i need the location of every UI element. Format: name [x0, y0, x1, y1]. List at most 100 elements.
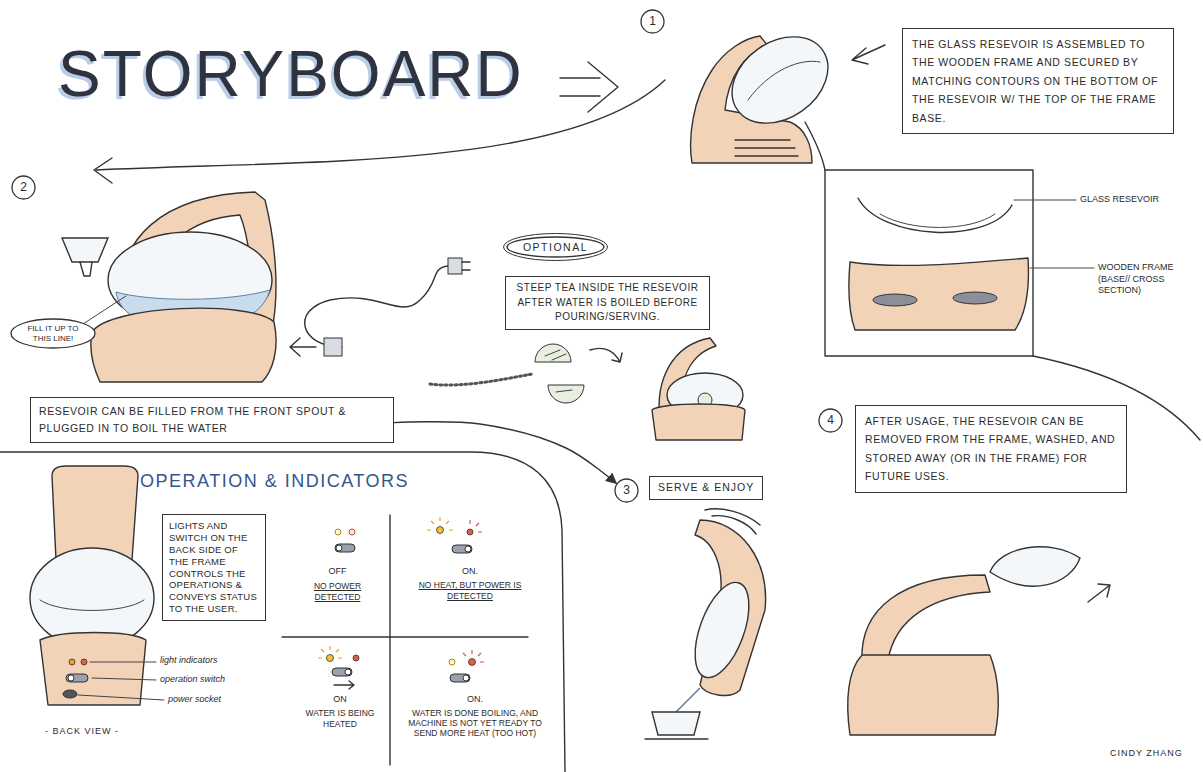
remove-arrow	[1088, 584, 1110, 602]
note-box: LIGHTS AND SWITCH ON THE BACK SIDE OF TH…	[162, 514, 266, 621]
section-boundary	[0, 452, 565, 772]
wooden-frame-section	[849, 258, 1029, 330]
light-indicator	[327, 655, 334, 662]
plug-in-arrow	[290, 338, 316, 356]
speech-bubble: FILL IT UP TO THIS LINE!	[10, 318, 96, 349]
node-text: OPTIONAL	[523, 241, 588, 254]
callout-number: 4	[827, 413, 834, 427]
state-name: ON.	[405, 694, 545, 705]
light-indicator	[335, 529, 341, 535]
signature: CINDY ZHANG	[1110, 748, 1183, 759]
callout-circle: 4	[818, 408, 843, 433]
steep-arrow	[590, 348, 622, 362]
cord-connector	[324, 338, 342, 356]
power-socket	[63, 690, 77, 698]
plug-prongs	[462, 262, 470, 270]
note-box: STEEP TEA INSIDE THE RESEVOIR AFTER WATE…	[505, 276, 710, 330]
flow-arrowhead	[94, 158, 112, 183]
callout-number: 1	[649, 14, 656, 28]
note-box: THE GLASS RESEVOIR IS ASSEMBLED TO THE W…	[902, 28, 1174, 134]
node-text: LIGHTS AND SWITCH ON THE BACK SIDE OF TH…	[169, 520, 259, 615]
glass-reservoir-section	[880, 214, 995, 228]
light-indicator	[353, 655, 359, 661]
node-text: SERVE & ENJOY	[658, 481, 754, 495]
leader-line	[78, 695, 164, 700]
part-label: WOODEN FRAME (BASE// CROSS SECTION)	[1098, 262, 1180, 297]
callout-label: operation switch	[160, 674, 225, 685]
node-text: STEEP TEA INSIDE THE RESEVOIR AFTER WATE…	[513, 281, 702, 325]
node-text: THE GLASS RESEVOIR IS ASSEMBLED TO THE W…	[912, 35, 1164, 127]
callout-circle: 2	[11, 175, 36, 200]
light-rays	[318, 646, 342, 658]
callout-label: power socket	[168, 694, 221, 705]
frame-base	[848, 655, 999, 735]
operation-switch	[450, 674, 470, 682]
plug	[448, 258, 462, 274]
light-indicator	[69, 659, 75, 665]
frame-back	[52, 466, 138, 560]
infuser-half	[548, 385, 584, 403]
switch-knob	[465, 546, 471, 552]
state-name: ON.	[405, 566, 535, 577]
glass-reservoir-outline	[990, 547, 1080, 586]
node-outline	[507, 237, 604, 257]
callout-circle: 1	[640, 9, 665, 34]
glass-highlight	[748, 61, 820, 100]
frame-base	[652, 404, 745, 440]
frame-vent	[735, 140, 798, 156]
wooden-frame	[862, 575, 990, 660]
callout-tail	[80, 296, 126, 326]
tea-leaves	[545, 350, 572, 392]
cross-section-frame	[825, 170, 1033, 356]
callout-number: 3	[623, 483, 630, 497]
contour-slot	[873, 294, 917, 306]
state-description: WATER IS DONE BOILING, AND MACHINE IS NO…	[405, 708, 545, 739]
leader-line	[90, 662, 156, 663]
note-box: AFTER USAGE, THE RESEVOIR CAN BE REMOVED…	[855, 405, 1127, 493]
light-indicator	[349, 529, 355, 535]
glass-reservoir-section	[858, 198, 1012, 232]
glass-contour	[40, 600, 144, 611]
light-indicator	[469, 659, 476, 666]
state-description: NO HEAT, BUT POWER IS DETECTED	[405, 580, 535, 601]
frame-base	[91, 308, 276, 382]
optional-oval: OPTIONAL	[506, 236, 605, 258]
grid-line	[282, 636, 528, 637]
funnel-spout	[80, 262, 92, 276]
grid-line	[389, 515, 390, 765]
light-indicator	[449, 659, 455, 665]
node-text: FILL IT UP TO THIS LINE!	[25, 324, 81, 342]
glass-reservoir	[684, 575, 760, 684]
state-name: ON	[295, 694, 385, 705]
funnel	[62, 238, 108, 262]
light-rays	[427, 517, 453, 530]
callout-number: 2	[20, 180, 27, 194]
node-outline	[819, 409, 842, 432]
state-name: OFF	[290, 566, 385, 577]
power-cord	[305, 266, 448, 347]
light-indicator	[437, 527, 444, 534]
callout-circle: 3	[614, 478, 639, 503]
operation-switch	[66, 674, 88, 682]
node-outline	[615, 479, 638, 502]
pouring-water	[676, 688, 700, 712]
glass-reservoir	[716, 19, 845, 141]
operation-switch	[452, 545, 472, 553]
light-rays	[463, 650, 484, 662]
note-box: RESEVOIR CAN BE FILLED FROM THE FRONT SP…	[30, 397, 394, 443]
node-outline	[504, 234, 608, 261]
infuser-chain	[430, 374, 532, 385]
leader-line	[1014, 200, 1076, 201]
flow-arrow	[560, 62, 618, 112]
node-outline	[641, 10, 664, 33]
state-arrow	[334, 681, 354, 689]
storyboard-title: STORYBOARD	[58, 38, 524, 112]
node-text: RESEVOIR CAN BE FILLED FROM THE FRONT SP…	[39, 403, 385, 437]
frame-base	[40, 633, 146, 706]
part-label: GLASS RESEVOIR	[1080, 194, 1159, 205]
light-rays	[470, 520, 482, 532]
light-indicator	[81, 659, 87, 665]
state-description: NO POWER DETECTED	[290, 581, 385, 602]
leader-line	[92, 678, 156, 680]
